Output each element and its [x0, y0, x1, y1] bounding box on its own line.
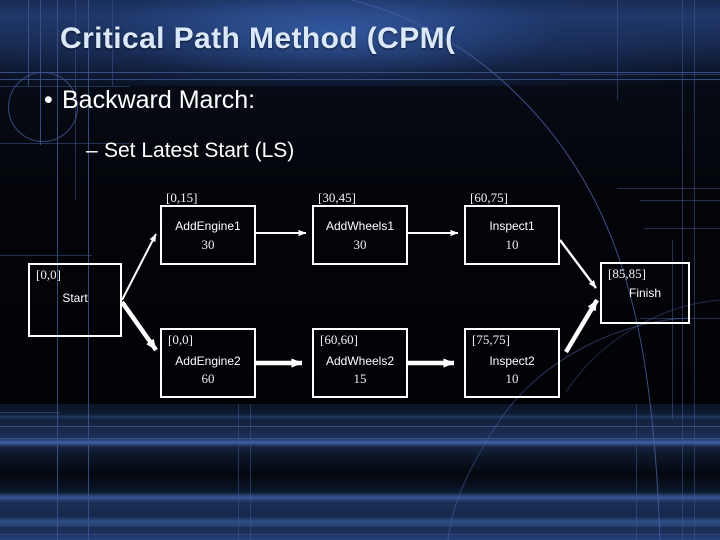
node-inspect1[interactable]: [60,75] Inspect1 10 — [464, 190, 560, 265]
node-bracket-label: [30,45] — [318, 190, 356, 205]
node-addengine2[interactable]: [0,0] AddEngine2 60 — [160, 328, 256, 398]
blueprint-line — [617, 188, 720, 189]
node-duration: 15 — [353, 371, 367, 386]
bullet-level1: • Backward March: — [44, 86, 255, 115]
blueprint-line — [694, 0, 695, 540]
node-duration: 60 — [201, 371, 215, 386]
node-finish[interactable]: [85,85] Finish — [600, 262, 690, 324]
node-duration: 10 — [505, 237, 519, 252]
blueprint-line — [88, 0, 89, 540]
blueprint-line — [57, 0, 58, 540]
blueprint-line — [112, 0, 113, 86]
node-bracket-label: [0,0] — [36, 267, 61, 282]
node-duration: 30 — [201, 237, 215, 252]
edge-start-addengine2 — [120, 300, 158, 352]
blueprint-line — [0, 143, 130, 144]
blueprint-line — [644, 228, 720, 229]
blueprint-line — [28, 0, 29, 86]
node-name: Inspect1 — [489, 219, 535, 233]
node-addengine1[interactable]: [0,15] AddEngine1 30 — [160, 190, 256, 265]
edge-inspect2-finish — [564, 298, 599, 354]
blueprint-line — [682, 0, 683, 540]
node-name: AddWheels2 — [325, 354, 395, 368]
blueprint-line — [0, 412, 60, 413]
node-bracket-label: [0,15] — [166, 190, 198, 205]
node-bracket-label: [85,85] — [608, 266, 646, 281]
page-title: Critical Path Method (CPM( — [60, 22, 456, 55]
node-name: Finish — [628, 286, 661, 300]
node-bracket-label: [60,75] — [470, 190, 508, 205]
node-bracket-label: [75,75] — [472, 332, 510, 347]
bullet-level2-text: Set Latest Start (LS) — [104, 139, 295, 162]
bullet-level2: –Set Latest Start (LS) — [86, 139, 294, 163]
bullet-marker: • — [44, 86, 53, 114]
blueprint-line — [640, 200, 720, 201]
node-name: Inspect2 — [489, 354, 535, 368]
edge-inspect1-finish — [559, 239, 597, 289]
node-duration: 10 — [505, 371, 519, 386]
dash-marker: – — [86, 139, 98, 162]
blueprint-line — [238, 404, 239, 540]
blueprint-line — [250, 404, 251, 540]
node-name: AddWheels1 — [325, 219, 395, 233]
node-name: AddEngine2 — [175, 354, 241, 368]
node-addwheels2[interactable]: [60,60] AddWheels2 15 — [312, 328, 408, 398]
node-start[interactable]: [0,0] Start — [28, 263, 122, 337]
node-inspect2[interactable]: [75,75] Inspect2 10 — [464, 328, 560, 398]
node-addwheels1[interactable]: [30,45] AddWheels1 30 — [312, 190, 408, 265]
node-duration: 30 — [353, 237, 367, 252]
blueprint-circle — [8, 72, 78, 142]
edge-start-addengine1 — [121, 233, 157, 301]
node-bracket-label: [0,0] — [168, 332, 193, 347]
node-name: AddEngine1 — [175, 219, 241, 233]
node-bracket-label: [60,60] — [320, 332, 358, 347]
blueprint-line — [0, 255, 92, 256]
bullet-level1-text: Backward March: — [62, 86, 256, 114]
node-name: Start — [62, 291, 88, 305]
